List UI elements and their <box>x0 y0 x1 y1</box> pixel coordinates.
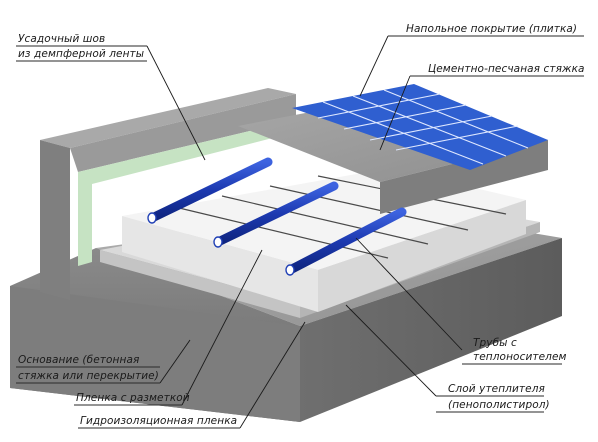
label-screed-text: Цементно-песчаная стяжка <box>428 63 585 75</box>
label-screed: Цементно-песчаная стяжка <box>379 63 585 151</box>
label-marked-film-text: Пленка с разметкой <box>76 392 190 404</box>
label-insulation: Слой утеплителя (пенополистирол) <box>345 304 550 413</box>
label-insulation-line2: (пенополистирол) <box>448 399 550 411</box>
label-base-line1: Основание (бетонная <box>18 354 139 366</box>
label-floor-covering: Напольное покрытие (плитка) <box>359 23 584 97</box>
label-base-line2: стяжка или перекрытие) <box>18 370 159 382</box>
label-marked-film: Пленка с разметкой <box>74 249 263 406</box>
pipe <box>285 207 407 276</box>
back-wall <box>40 88 296 300</box>
label-pipes-line1: Трубы с <box>473 337 517 349</box>
label-base: Основание (бетонная стяжка или перекрыти… <box>16 339 191 384</box>
label-shrink-seam-line1: Усадочный шов <box>18 33 105 45</box>
label-waterproof-film: Гидроизоляционная пленка <box>78 321 306 429</box>
label-shrink-seam: Усадочный шов из демпферной ленты <box>16 33 206 161</box>
label-floor-covering-text: Напольное покрытие (плитка) <box>406 23 577 35</box>
label-shrink-seam-line2: из демпферной ленты <box>18 48 144 60</box>
marked-film-grid <box>174 175 507 259</box>
label-pipes-line2: теплоносителем <box>473 351 567 363</box>
label-waterproof-film-text: Гидроизоляционная пленка <box>80 415 237 427</box>
floor-tiles <box>292 84 548 170</box>
pipe <box>213 181 339 248</box>
label-insulation-line1: Слой утеплителя <box>448 383 545 395</box>
pipe <box>147 157 273 224</box>
heating-pipes <box>147 157 407 276</box>
label-pipes: Трубы с теплоносителем <box>355 237 567 365</box>
